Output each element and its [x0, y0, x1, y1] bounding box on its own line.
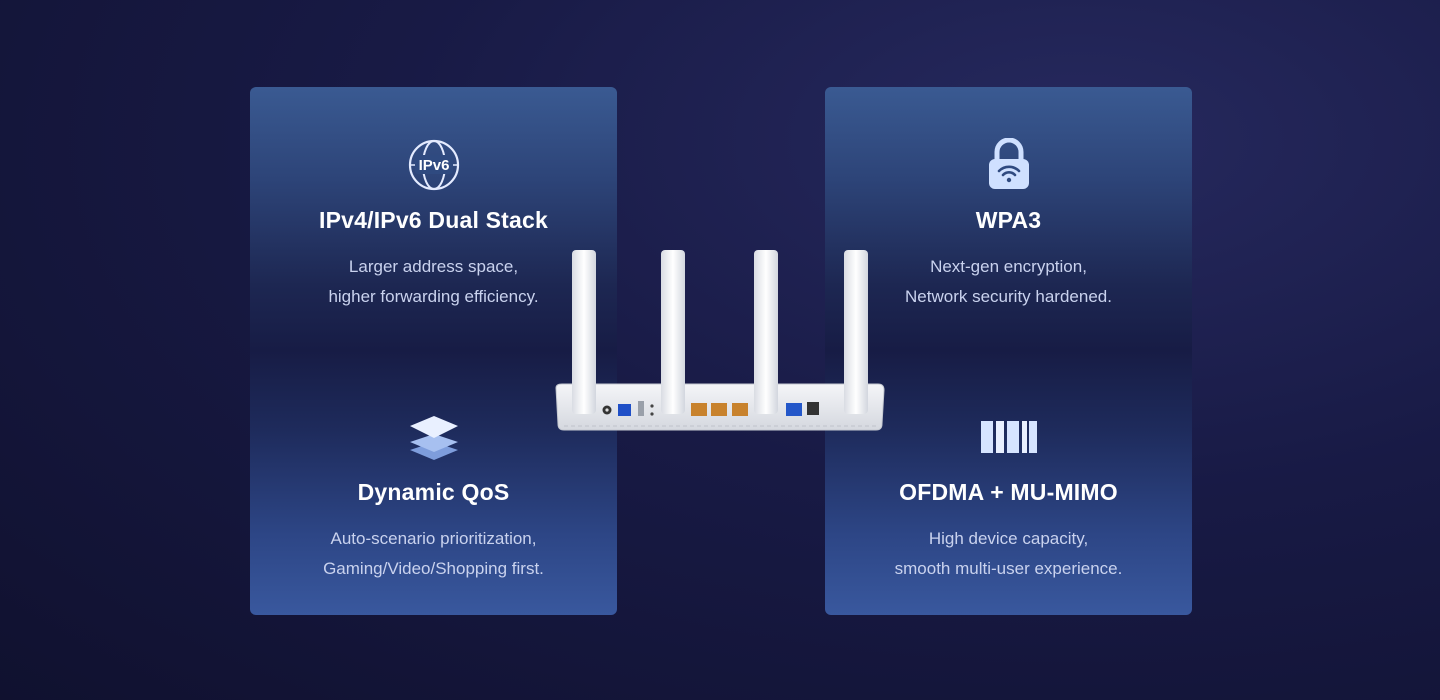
feature-title: WPA3 [975, 207, 1042, 233]
feature-title: OFDMA + MU-MIMO [899, 479, 1118, 505]
feature-description: Auto-scenario prioritization, Gaming/Vid… [323, 529, 544, 578]
ipv6-globe-icon: IPv6 [404, 135, 464, 195]
svg-text:IPv6: IPv6 [418, 157, 449, 174]
feature-title: Dynamic QoS [357, 479, 510, 505]
wifi-lock-icon [979, 135, 1039, 195]
feature-ipv6: IPv6 IPv4/IPv6 Dual Stack Larger address… [250, 135, 617, 312]
bars-icon [979, 407, 1039, 467]
feature-panel-left: IPv6 IPv4/IPv6 Dual Stack Larger address… [250, 87, 617, 615]
feature-qos: Dynamic QoS Auto-scenario prioritization… [250, 407, 617, 584]
layers-icon [404, 407, 464, 467]
feature-description: High device capacity, smooth multi-user … [894, 529, 1123, 578]
feature-description: Larger address space, higher forwarding … [328, 257, 539, 306]
feature-wpa3: WPA3 Next-gen encryption, Network securi… [825, 135, 1192, 312]
router-image [552, 248, 888, 438]
feature-title: IPv4/IPv6 Dual Stack [318, 207, 548, 233]
feature-description: Next-gen encryption, Network security ha… [905, 257, 1112, 306]
feature-ofdma: OFDMA + MU-MIMO High device capacity, sm… [825, 407, 1192, 584]
feature-panel-right: WPA3 Next-gen encryption, Network securi… [825, 87, 1192, 615]
